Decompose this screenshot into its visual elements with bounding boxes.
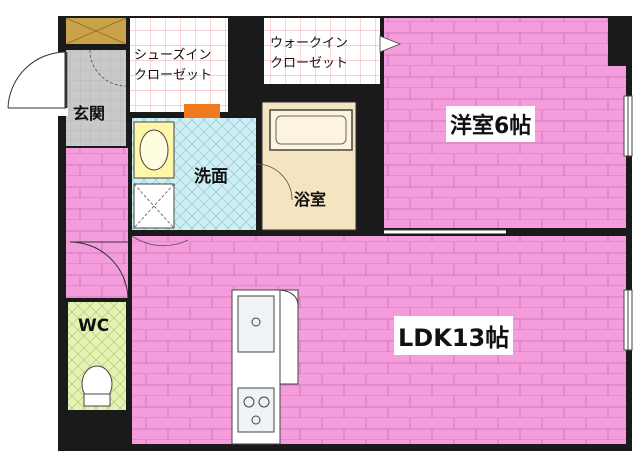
walkin-closet-line2: クローゼット — [270, 56, 349, 71]
genkan-floor — [66, 50, 126, 146]
ldk-floor — [132, 236, 626, 444]
room-label-genkan: 玄関 — [73, 104, 106, 123]
room-label-washroom: 洗面 — [194, 167, 228, 187]
room-label-bathroom: 浴室 — [294, 190, 327, 209]
shoes-closet-line1: シューズイン — [134, 48, 212, 63]
room-label-shoes-closet: シューズイン クローゼット — [134, 46, 212, 86]
kitchen-sink — [237, 295, 275, 353]
shoes-closet-line2: クローゼット — [134, 68, 213, 83]
washroom-accent — [184, 104, 220, 118]
stove — [237, 387, 275, 433]
room-label-western-room: 洋室6帖 — [446, 106, 536, 142]
room-label-walkin-closet: ウォークイン クローゼット — [270, 34, 348, 74]
room-label-wc: WC — [78, 316, 110, 336]
bathtub — [269, 109, 353, 151]
walkin-closet-floor — [264, 18, 380, 84]
shoes-closet-floor — [130, 18, 228, 112]
entrance-door-swing — [7, 51, 67, 109]
room-label-ldk: LDK13帖 — [394, 316, 514, 355]
washing-machine-area — [133, 183, 175, 229]
hallway-floor — [66, 148, 128, 298]
walkin-closet-line1: ウォークイン — [270, 36, 349, 51]
